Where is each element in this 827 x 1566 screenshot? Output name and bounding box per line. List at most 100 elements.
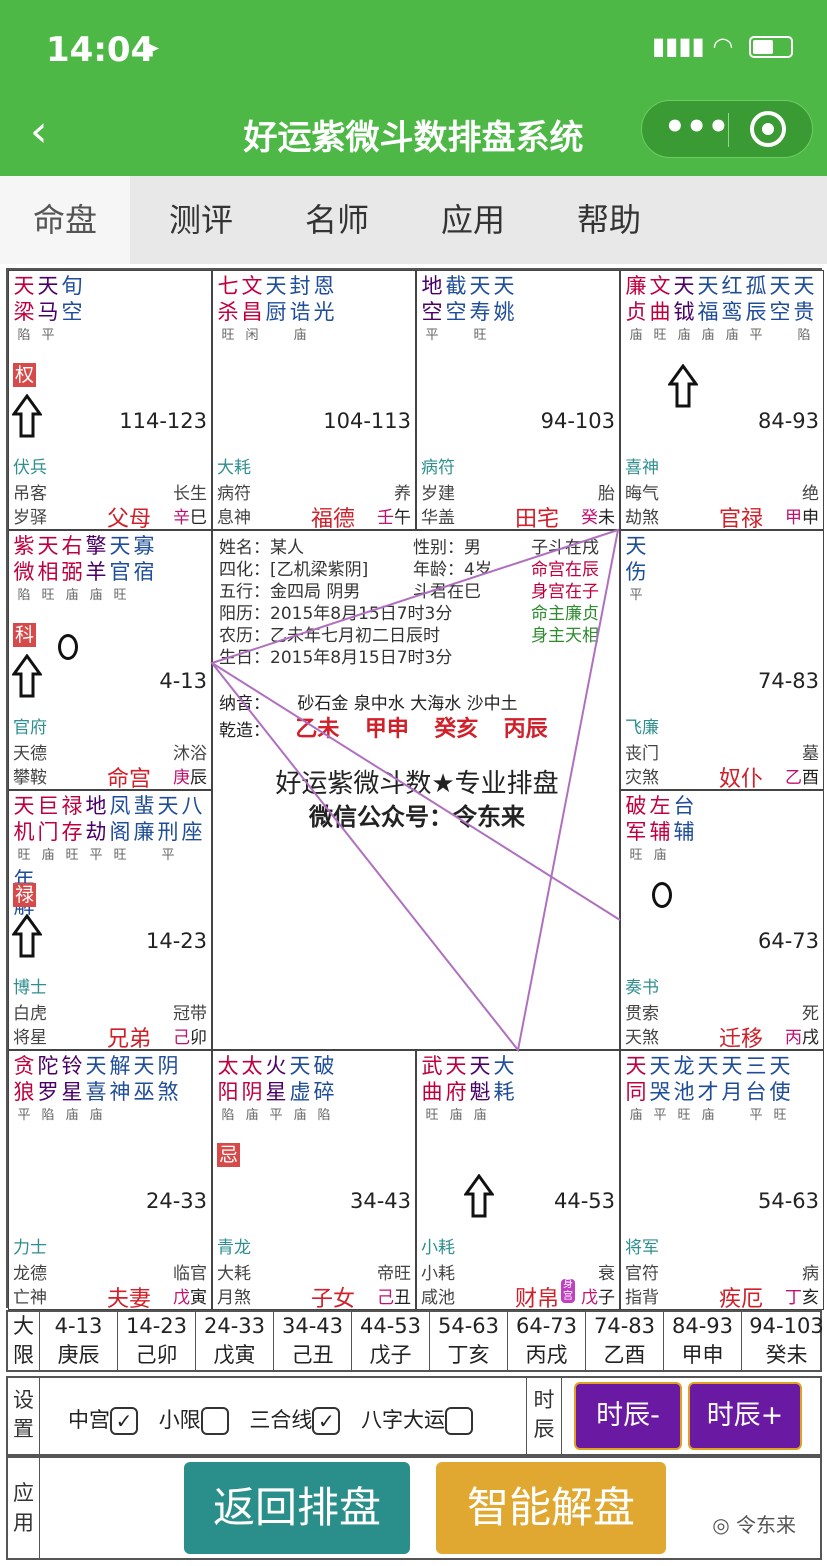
tab-chart[interactable]: 命盘 [0, 176, 130, 264]
back-button[interactable]: ‹ [30, 106, 48, 157]
star-brightness: 庙 [629, 1108, 643, 1123]
star-brightness: 旺 [473, 328, 487, 343]
star-name: 龙池 [673, 1054, 695, 1104]
tab-apps[interactable]: 应用 [440, 201, 505, 239]
changsheng-stage: 帝旺 [377, 1264, 411, 1284]
star-name: 天梁 [13, 274, 35, 324]
info-solar: 阳历：2015年8月15日7时3分 [219, 604, 453, 624]
star: 天福庙 [696, 273, 720, 347]
palace-range: 14-23 [145, 929, 207, 953]
xiaoxian-checkbox[interactable] [200, 1407, 229, 1435]
daxian-ganzhi: 甲申 [681, 1343, 724, 1367]
palace-ganzhi: 癸未 [581, 503, 615, 528]
star-name: 贪狼 [13, 1054, 35, 1104]
tab-evaluation[interactable]: 测评 [168, 201, 233, 239]
daxian-ganzhi: 戊子 [369, 1343, 412, 1367]
center-palace-checkbox[interactable]: ✓ [110, 1407, 138, 1435]
jiangqian-star: 息神 [217, 508, 251, 528]
star-name: 寡宿 [133, 534, 155, 584]
palace-stars: 太阳陷太阴庙火星平天虚庙破碎陷 [216, 1053, 336, 1127]
palace-gan: 戊 [581, 1288, 598, 1308]
palace-stars: 贪狼平陀罗陷铃星庙天喜庙解神天巫阴煞 [12, 1053, 180, 1127]
up-arrow-icon [11, 393, 43, 438]
sanhe-lines [210, 528, 621, 1053]
tab-masters[interactable]: 名师 [304, 201, 369, 239]
hour-minus-button[interactable]: 时辰- [574, 1382, 682, 1450]
palace-mao[interactable]: 天机旺巨门庙禄存旺地劫平凤阁旺蜚廉天刑平八座年解禄14-23博士白虎将星冠带兄弟… [8, 790, 212, 1050]
circle-mark-icon [58, 634, 78, 660]
close-miniprogram-icon[interactable] [750, 111, 786, 147]
tab-help[interactable]: 帮助 [576, 201, 641, 239]
star: 七杀旺 [216, 273, 240, 347]
hour-plus-button[interactable]: 时辰+ [688, 1382, 802, 1450]
changsheng-stage: 病 [802, 1264, 819, 1284]
palace-ganzhi: 庚辰 [173, 763, 207, 788]
star-name: 天厨 [265, 274, 287, 324]
palace-stars: 地空平截空天寿旺天姚 [420, 273, 516, 347]
more-icon[interactable]: ••• [664, 107, 730, 147]
suijian-star: 大耗 [217, 1264, 251, 1284]
star-brightness: 庙 [449, 1108, 463, 1123]
daxian-range: 24-33 [203, 1314, 266, 1338]
palace-stars: 破军旺左辅庙台辅 [624, 793, 696, 867]
smart-interpret-button[interactable]: 智能解盘 [436, 1462, 666, 1554]
bazi-dayun-checkbox[interactable] [445, 1407, 474, 1435]
sanhe-triangle [210, 528, 620, 1053]
info-wuxing: 五行：金四局 阴男 [219, 582, 361, 602]
brand-text: 好运紫微斗数★专业排盘 [275, 769, 559, 799]
palace-gan: 辛 [173, 508, 190, 528]
palace-range: 104-113 [323, 409, 411, 433]
star: 红鸾庙 [720, 273, 744, 347]
boshi-star: 力士 [13, 1238, 47, 1258]
capsule-divider [728, 113, 729, 147]
daxian-range: 4-13 [54, 1314, 103, 1338]
palace-ganzhi: 丙戌 [785, 1023, 819, 1048]
boshi-star: 伏兵 [13, 458, 47, 478]
star: 天寿旺 [468, 273, 492, 347]
star-name: 红鸾 [721, 274, 743, 324]
boshi-star: 飞廉 [625, 718, 659, 738]
star-name: 陀罗 [37, 1054, 59, 1104]
palace-zhi: 午 [394, 508, 411, 528]
star: 天才庙 [696, 1053, 720, 1127]
star-name: 天寿 [469, 274, 491, 324]
changsheng-stage: 衰 [598, 1264, 615, 1284]
sanhe-checkbox[interactable]: ✓ [312, 1407, 341, 1435]
palace-stars: 武曲旺天府庙天魁庙大耗 [420, 1053, 516, 1127]
palace-range: 44-53 [553, 1189, 615, 1213]
return-chart-button[interactable]: 返回排盘 [184, 1462, 410, 1554]
boshi-star: 大耗 [217, 458, 251, 478]
star-brightness: 旺 [41, 588, 55, 603]
star: 天哭平 [648, 1053, 672, 1127]
palace-name: 福德 [310, 507, 355, 530]
opt-center-label: 中宫 [68, 1408, 110, 1432]
suijian-star: 天德 [13, 744, 47, 764]
suijian-star: 小耗 [421, 1264, 455, 1284]
palace-ganzhi: 壬午 [377, 503, 411, 528]
jiangqian-star: 华盖 [421, 508, 455, 528]
star: 地劫平 [84, 793, 108, 867]
star-name: 天使 [769, 1054, 791, 1104]
daxian-range: 64-73 [515, 1314, 578, 1338]
